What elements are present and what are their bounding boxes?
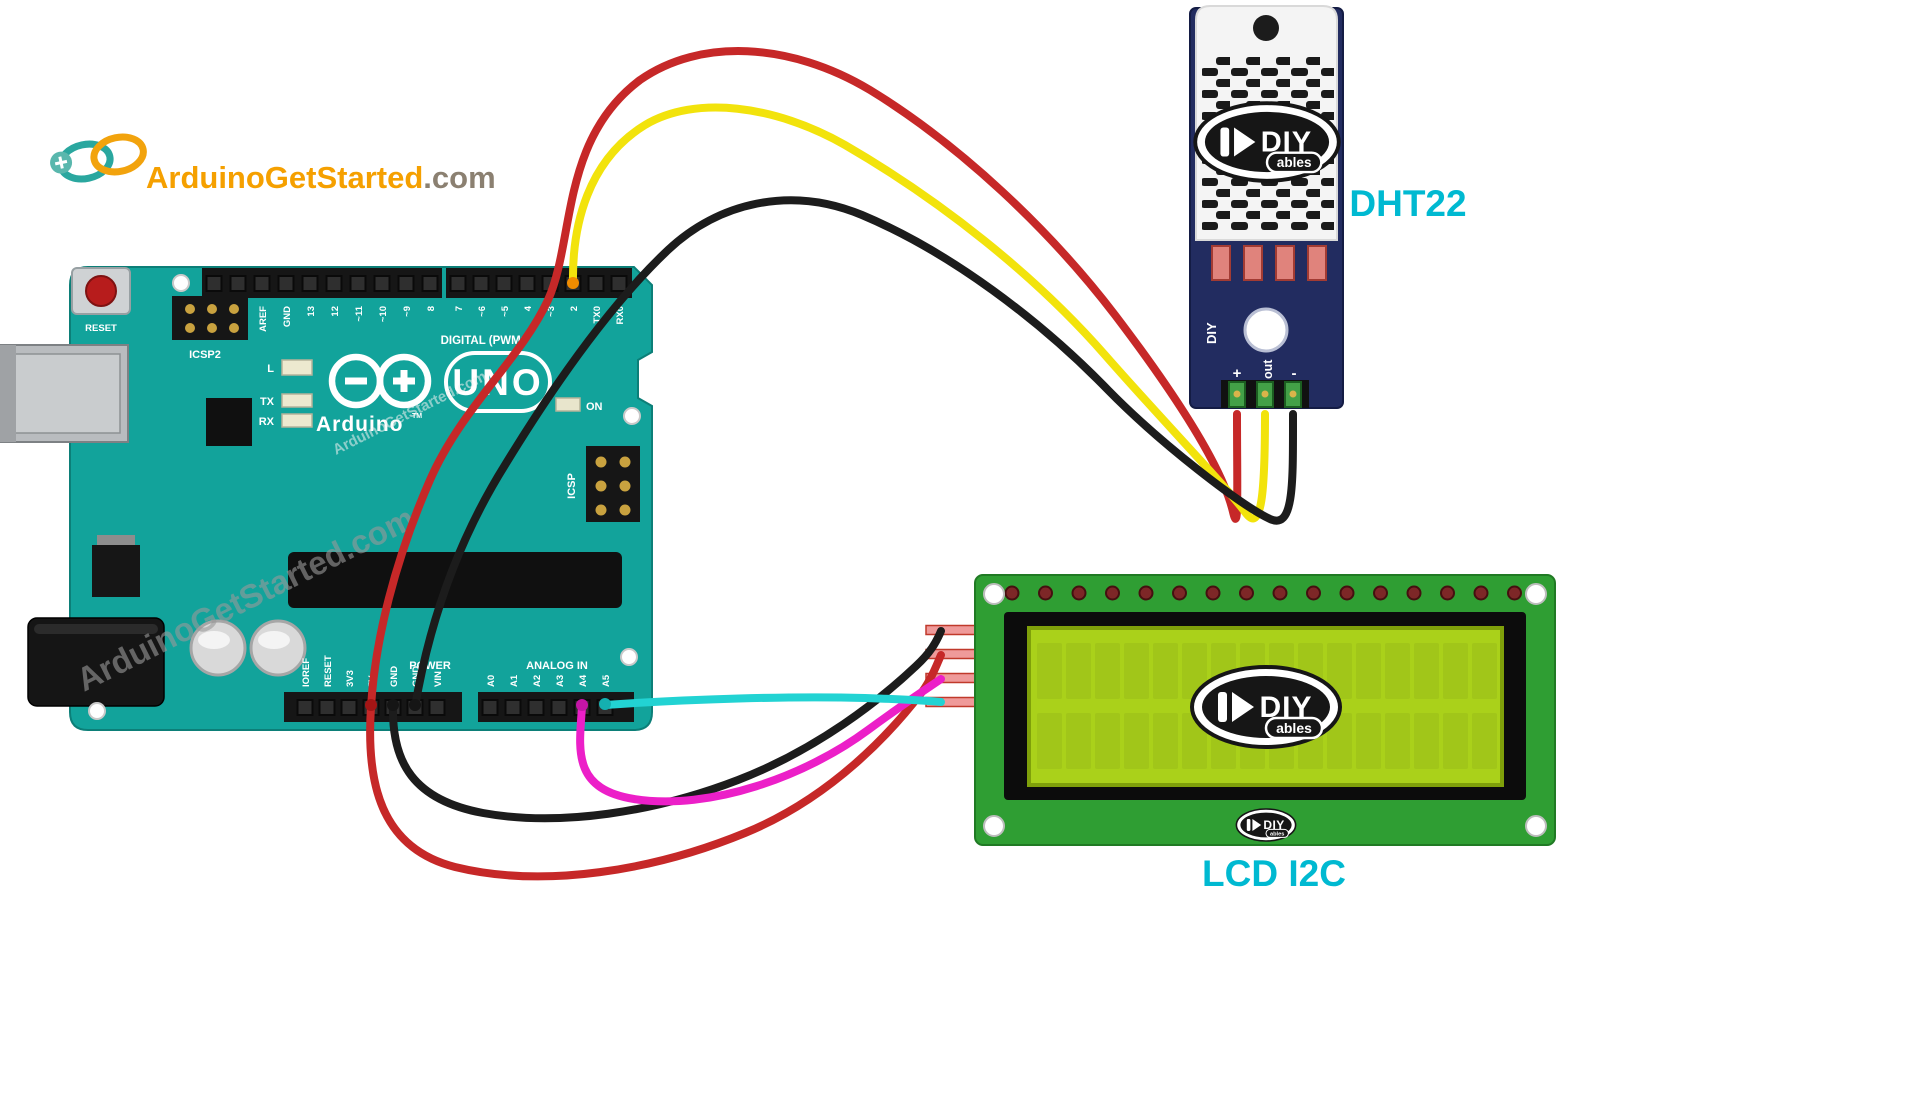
- led-rx-label: RX: [259, 416, 275, 428]
- pin-label-4: 4: [523, 305, 534, 311]
- wires: [365, 47, 1298, 881]
- diyables-logo: [1193, 101, 1341, 183]
- dht22-side-brand: DIY: [1204, 322, 1219, 344]
- led-tx: [281, 393, 313, 408]
- analog-section-label: ANALOG IN: [526, 660, 588, 672]
- site-logo-infinity-icon: [50, 133, 147, 183]
- pin-label-rx0: RX0: [615, 306, 626, 324]
- pin-label-gnd1: GND: [389, 666, 400, 687]
- arduino-uno-board: RESET ICSP2 AREF GND 13 12: [0, 266, 653, 731]
- pin-label-6: ~6: [477, 306, 488, 317]
- digital-header-left: [202, 268, 442, 298]
- component-chip-small: [206, 398, 252, 446]
- pin-label-a5: A5: [601, 674, 612, 687]
- lcd-mounting-holes: [983, 583, 1547, 837]
- dht22-label: DHT22: [1349, 183, 1466, 224]
- diyables-logo-small: [1235, 808, 1297, 842]
- mcu-chip: [288, 552, 622, 608]
- icsp2-header: [172, 296, 248, 340]
- pin-label-gnd2: GND: [411, 666, 422, 687]
- arduino-logo-icon: [328, 353, 432, 409]
- pin-label-8: 8: [426, 306, 437, 311]
- pin-label-7: 7: [454, 306, 465, 311]
- usb-connector: [0, 344, 129, 443]
- wire-data-to-dht22: [568, 103, 1269, 523]
- pin-label-a0: A0: [486, 675, 497, 687]
- icsp-label: ICSP: [566, 473, 578, 499]
- wire-scl-a5-to-lcd: [601, 693, 945, 709]
- power-jack: [27, 617, 165, 707]
- pin-label-reset: RESET: [323, 655, 334, 687]
- pin-label-a4: A4: [578, 674, 589, 687]
- led-on-label: ON: [586, 401, 603, 413]
- digital-section-label: DIGITAL (PWM=: [441, 335, 528, 347]
- pin-label-a3: A3: [555, 675, 566, 687]
- dht22-pin-out-label: out: [1261, 359, 1275, 379]
- site-logo-text: ArduinoGetStarted.com: [146, 160, 496, 195]
- pin-label-11: ~11: [354, 305, 365, 321]
- icsp-header: [586, 446, 640, 522]
- led-rx: [281, 413, 313, 428]
- digital-header-right: [446, 268, 632, 298]
- mounting-holes: [88, 274, 641, 720]
- site-logo: ArduinoGetStarted.com: [50, 133, 496, 195]
- pin-label-10: ~10: [378, 306, 389, 322]
- status-leds: L TX RX ON: [259, 359, 603, 428]
- pin-label-3v3: 3V3: [345, 670, 356, 687]
- pin-label-12: 12: [330, 306, 341, 317]
- pin-label-9: ~9: [402, 306, 413, 317]
- dht22-header-pins: [1221, 380, 1309, 408]
- arduino-tm-text: TM: [412, 413, 422, 420]
- pin-label-3: ~3: [546, 306, 557, 317]
- pin-label-vin: VIN: [433, 671, 444, 687]
- pin-label-a2: A2: [532, 675, 543, 687]
- lcd-label: LCD I2C: [1202, 853, 1346, 894]
- pin-label-2: 2: [569, 306, 580, 311]
- icsp2-label: ICSP2: [189, 349, 221, 361]
- digital-pin-labels: AREF GND 13 12 ~11 ~10 ~9 8 7 ~6 ~5 4 ~3…: [258, 305, 626, 332]
- dht22-vent-hole: [1253, 15, 1279, 41]
- lcd-module: LCD I2C: [925, 574, 1556, 894]
- pin-label-5: ~5: [500, 305, 511, 317]
- led-l: [281, 359, 313, 376]
- site-logo-brand: ArduinoGetStarted: [146, 160, 423, 195]
- pin-label-ioref: IOREF: [301, 658, 312, 687]
- diyables-logo: [1190, 665, 1342, 749]
- arduino-brand-text: Arduino: [316, 413, 403, 436]
- dht22-pin-plus-label: +: [1233, 365, 1242, 382]
- led-tx-label: TX: [260, 396, 275, 408]
- capacitor: [249, 619, 307, 677]
- wire-gnd-to-dht22: [411, 196, 1298, 711]
- led-on: [555, 397, 581, 412]
- wire-connection-dots: [365, 277, 611, 711]
- dht22-sensor-pins: [1211, 245, 1327, 281]
- wire-sda-a4-to-lcd: [576, 675, 945, 806]
- dht22-module: DIY + out - DHT22: [1189, 5, 1467, 409]
- pin-label-a1: A1: [509, 674, 520, 687]
- analog-pin-labels: A0 A1 A2 A3 A4 A5: [486, 674, 612, 687]
- wire-5v-to-dht22: [367, 47, 1242, 711]
- voltage-regulator: [92, 535, 140, 597]
- wire-gnd-to-lcd: [388, 627, 945, 823]
- pin-label-aref: AREF: [258, 306, 269, 332]
- minus-icon: [345, 377, 367, 385]
- pin-label-gnd-top: GND: [282, 306, 293, 327]
- site-logo-suffix: .com: [423, 160, 495, 195]
- dht22-pin-minus-label: -: [1292, 365, 1297, 382]
- dht22-pin-labels: + out -: [1233, 359, 1297, 382]
- reset-label: RESET: [85, 323, 117, 334]
- led-l-label: L: [267, 363, 274, 375]
- pin-label-13: 13: [306, 306, 317, 317]
- capacitor: [189, 619, 247, 677]
- dht22-mounting-hole: [1243, 307, 1289, 353]
- reset-button: [71, 267, 131, 315]
- pin-label-tx0: TX0: [592, 306, 603, 323]
